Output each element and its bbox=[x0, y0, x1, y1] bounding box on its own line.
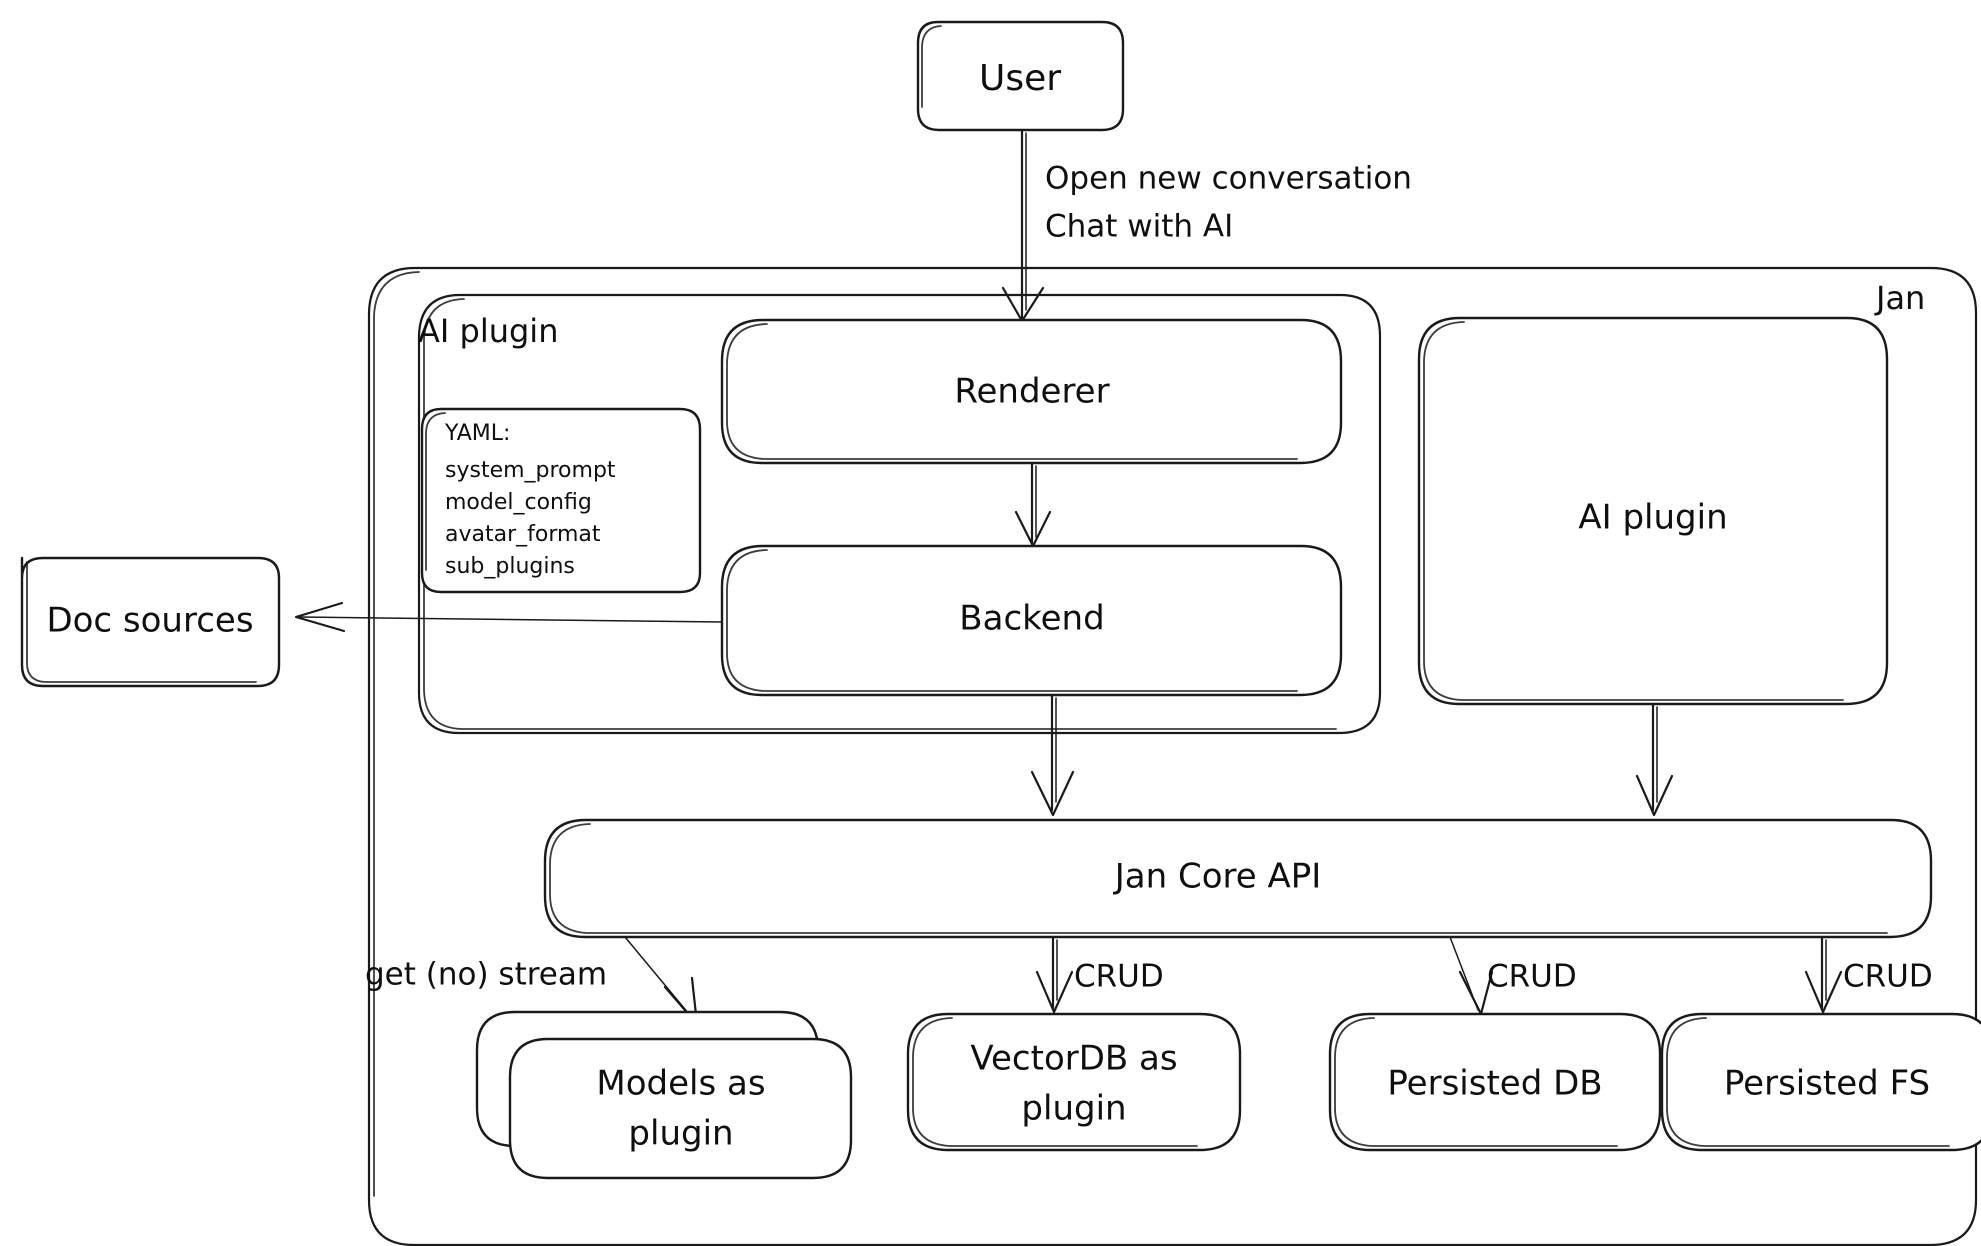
edge-renderer-to-backend bbox=[1014, 461, 1052, 548]
edge-backend-to-doc-sources bbox=[294, 601, 723, 633]
node-persisted-fs[interactable]: Persisted FS bbox=[1660, 1012, 1981, 1152]
node-models-plugin-label-line2: plugin bbox=[628, 1114, 733, 1154]
yaml-config-box: YAML: system_prompt model_config avatar_… bbox=[420, 407, 702, 594]
node-ai-plugin-right-label: AI plugin bbox=[1578, 498, 1727, 538]
yaml-item-1: model_config bbox=[445, 490, 592, 515]
edge-core-to-persisted-fs-label: CRUD bbox=[1843, 959, 1933, 995]
node-vectordb-plugin-label-line2: plugin bbox=[1021, 1089, 1126, 1129]
edge-core-to-models: get (no) stream bbox=[365, 936, 699, 1026]
node-renderer-label: Renderer bbox=[954, 372, 1109, 412]
node-user[interactable]: User bbox=[916, 20, 1125, 132]
node-backend[interactable]: Backend bbox=[720, 544, 1343, 697]
edge-ai-plugin-to-core bbox=[1635, 702, 1674, 817]
ai-plugin-group-label: AI plugin bbox=[418, 312, 558, 350]
node-user-label: User bbox=[979, 58, 1061, 99]
node-jan-core-api[interactable]: Jan Core API bbox=[543, 818, 1933, 939]
jan-container: Jan bbox=[367, 266, 1978, 1246]
yaml-item-3: sub_plugins bbox=[445, 554, 575, 579]
yaml-title: YAML: bbox=[444, 421, 510, 446]
edge-core-to-models-label: get (no) stream bbox=[365, 957, 607, 993]
node-vectordb-plugin[interactable]: VectorDB as plugin bbox=[906, 1012, 1242, 1152]
node-models-plugin-label-line1: Models as bbox=[596, 1064, 765, 1104]
node-persisted-db-label: Persisted DB bbox=[1387, 1064, 1602, 1104]
yaml-item-0: system_prompt bbox=[445, 458, 616, 483]
edge-user-to-renderer-label-line2: Chat with AI bbox=[1045, 209, 1233, 245]
node-persisted-fs-label: Persisted FS bbox=[1724, 1064, 1930, 1104]
edge-core-to-vectordb: CRUD bbox=[1035, 935, 1164, 1014]
edge-backend-to-core bbox=[1030, 693, 1075, 817]
edge-core-to-persisted-fs: CRUD bbox=[1804, 935, 1933, 1014]
edge-user-to-renderer-label-line1: Open new conversation bbox=[1045, 161, 1412, 197]
node-persisted-db[interactable]: Persisted DB bbox=[1328, 1012, 1662, 1152]
edge-core-to-persisted-db: CRUD bbox=[1449, 936, 1577, 1016]
node-backend-label: Backend bbox=[959, 599, 1104, 639]
node-doc-sources[interactable]: Doc sources bbox=[20, 556, 281, 688]
node-renderer[interactable]: Renderer bbox=[720, 318, 1343, 465]
edge-core-to-vectordb-label: CRUD bbox=[1074, 959, 1164, 995]
node-models-plugin[interactable]: Models as plugin bbox=[475, 1010, 853, 1180]
jan-container-label: Jan bbox=[1874, 279, 1925, 317]
edge-core-to-persisted-db-label: CRUD bbox=[1487, 959, 1577, 995]
node-doc-sources-label: Doc sources bbox=[46, 601, 253, 641]
node-jan-core-api-label: Jan Core API bbox=[1113, 857, 1322, 897]
node-ai-plugin-right[interactable]: AI plugin bbox=[1417, 316, 1889, 706]
ai-plugin-group: AI plugin bbox=[417, 293, 1382, 735]
node-vectordb-plugin-label-line1: VectorDB as bbox=[970, 1039, 1177, 1079]
yaml-item-2: avatar_format bbox=[445, 522, 601, 547]
edge-user-to-renderer: Open new conversation Chat with AI bbox=[1001, 128, 1412, 323]
